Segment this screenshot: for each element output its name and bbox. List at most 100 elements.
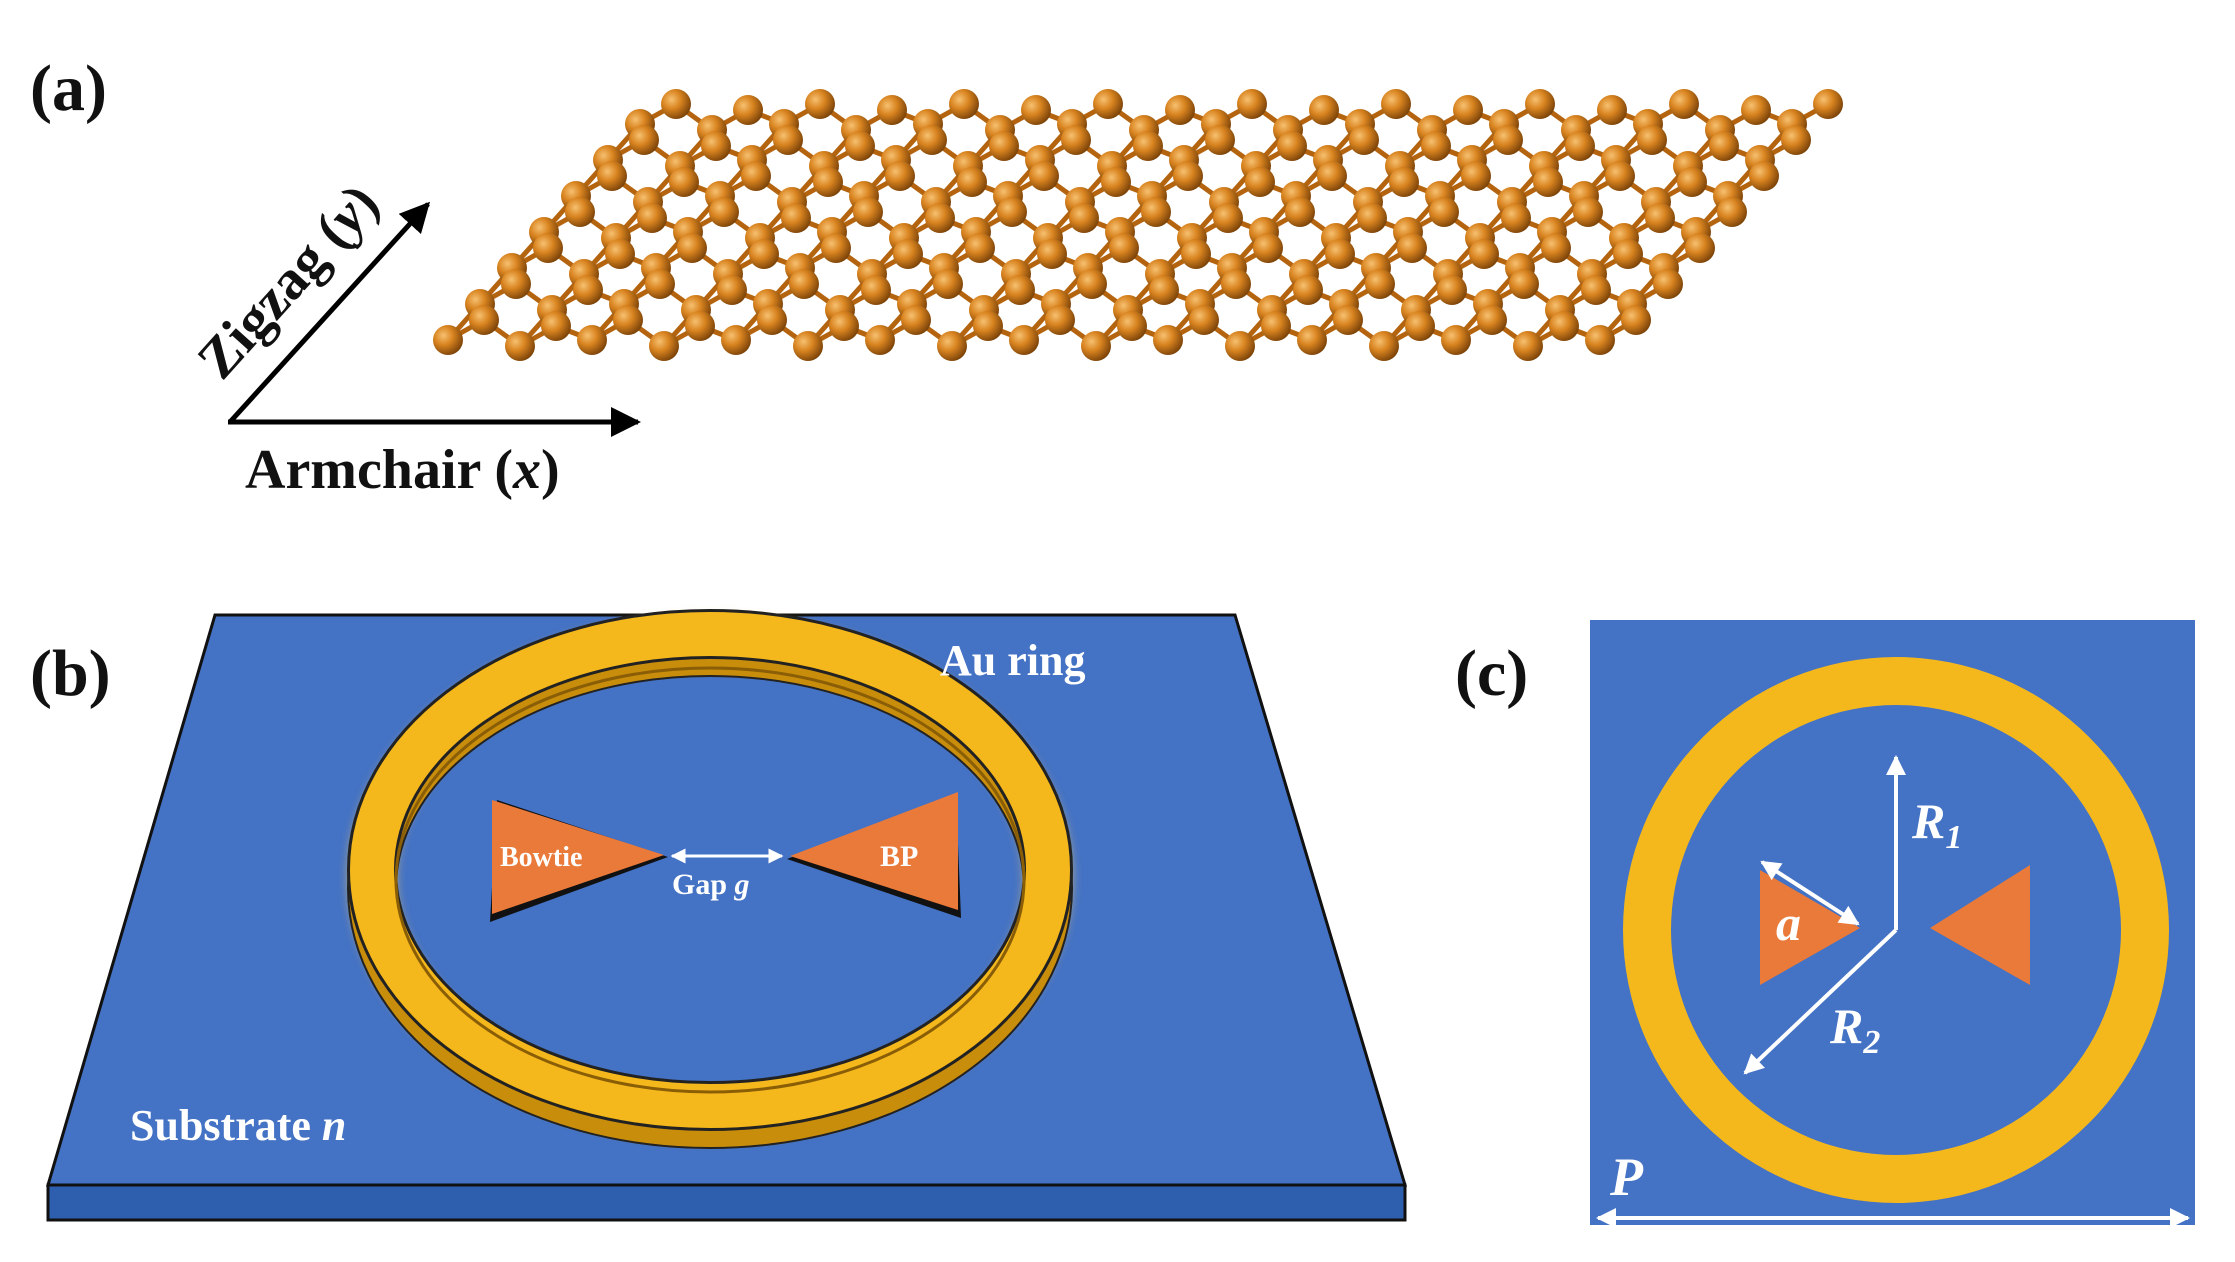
phosphorus-atom [1069, 203, 1099, 233]
r2-label: R2 [1829, 998, 1880, 1061]
phosphorus-atom [1237, 89, 1267, 119]
bp-label: BP [880, 840, 918, 873]
phosphorus-atom [1717, 197, 1747, 227]
phosphorus-atom [1469, 239, 1499, 269]
phosphorus-atom [1297, 325, 1327, 355]
side-a-label: a [1776, 895, 1801, 951]
phosphorus-atom [937, 331, 967, 361]
phosphorus-atom [1453, 95, 1483, 125]
phosphorus-atom [1277, 131, 1307, 161]
phosphorus-atom [1397, 233, 1427, 263]
phosphorus-atom [793, 331, 823, 361]
phosphorus-atom [773, 125, 803, 155]
phosphorus-atom [997, 197, 1027, 227]
zigzag-axis-arrow [228, 201, 431, 424]
phosphorus-atom [1349, 125, 1379, 155]
phosphorus-atom [565, 197, 595, 227]
phosphorus-atom [685, 311, 715, 341]
phosphorus-atom [1117, 311, 1147, 341]
phosphorus-atom [597, 161, 627, 191]
phosphorus-atom [1565, 131, 1595, 161]
phosphorus-atom [933, 269, 963, 299]
side-a-arrow [1760, 860, 1860, 926]
phosphorus-atom [1213, 203, 1243, 233]
phosphorus-atom [433, 325, 463, 355]
phosphorus-atom [1005, 275, 1035, 305]
phosphorus-atom [1653, 269, 1683, 299]
panel-c: (c) R1 R2 a P [1455, 620, 2195, 1228]
phosphorus-atom [1429, 197, 1459, 227]
r1-label: R1 [1911, 793, 1962, 856]
phosphorus-atom [901, 305, 931, 335]
phosphorus-atom [1173, 161, 1203, 191]
au-ring [347, 609, 1073, 1149]
phosphorus-atom [1109, 233, 1139, 263]
phosphorus-atom [533, 233, 563, 263]
phosphorus-atom [1637, 125, 1667, 155]
phosphorus-atom [853, 197, 883, 227]
phosphorus-atom [1009, 325, 1039, 355]
phosphorus-atom [1709, 131, 1739, 161]
phosphorus-atom [925, 203, 955, 233]
period-label: P [1609, 1147, 1644, 1207]
phosphorus-atom [1493, 125, 1523, 155]
right-triangle [790, 792, 958, 910]
phosphorus-atom [1189, 305, 1219, 335]
phosphorus-atom [845, 131, 875, 161]
phosphorus-atom [865, 325, 895, 355]
phosphorus-atom [701, 131, 731, 161]
substrate-front-face [46, 1183, 1407, 1222]
phosphorus-atom [469, 305, 499, 335]
phosphorus-atom [1813, 89, 1843, 119]
phosphorus-atom [1357, 203, 1387, 233]
phosphorus-atom [1081, 331, 1111, 361]
panel-a-label: (a) [30, 52, 107, 125]
phosphorus-atom [1389, 167, 1419, 197]
phosphorus-atom [1021, 95, 1051, 125]
phosphorus-atom [973, 311, 1003, 341]
phosphorus-atom [669, 167, 699, 197]
phosphorus-atom [1613, 239, 1643, 269]
au-ring-label: Au ring [940, 636, 1085, 685]
phosphorus-atom [1029, 161, 1059, 191]
phosphorus-atom [1585, 325, 1615, 355]
phosphorus-atom [1581, 275, 1611, 305]
phosphorus-atom [829, 311, 859, 341]
armchair-axis-label: Armchair (x) [245, 439, 560, 501]
phosphorus-atom [1261, 311, 1291, 341]
phosphorus-atom [965, 233, 995, 263]
left-triangle [492, 800, 664, 914]
phosphorus-atom [989, 131, 1019, 161]
phosphorus-atom [637, 203, 667, 233]
phosphorus-atom [1605, 161, 1635, 191]
phosphorus-atom [781, 203, 811, 233]
phosphorus-atom [1669, 89, 1699, 119]
phosphorus-atom [805, 89, 835, 119]
phosphorus-atom [749, 239, 779, 269]
phosphorus-atom [957, 167, 987, 197]
phosphorus-atom [613, 305, 643, 335]
phosphorus-atom [505, 331, 535, 361]
right-triangle-top-view [1930, 865, 2030, 985]
phosphorus-atom [1061, 125, 1091, 155]
phosphorus-atom [1153, 325, 1183, 355]
bowtie-antenna: Bowtie BP Gap g [490, 792, 961, 922]
phosphorus-atom [1513, 331, 1543, 361]
phosphorus-atom [1045, 305, 1075, 335]
phosphorus-atom [577, 325, 607, 355]
phosphorus-atom [741, 161, 771, 191]
phosphorus-atom [789, 269, 819, 299]
phosphorus-atom [1645, 203, 1675, 233]
phosphorus-atom [541, 311, 571, 341]
phosphorus-atom [1309, 95, 1339, 125]
r2-arrow [1743, 928, 1898, 1075]
phosphorus-atom [1421, 131, 1451, 161]
phosphorus-atom [1781, 125, 1811, 155]
phosphorene-lattice [433, 89, 1843, 361]
phosphorus-atom [629, 125, 659, 155]
phosphorus-atom [1621, 305, 1651, 335]
phosphorus-atom [917, 125, 947, 155]
phosphorus-atom [1133, 131, 1163, 161]
phosphorus-atom [1037, 239, 1067, 269]
phosphorus-atom [1369, 331, 1399, 361]
